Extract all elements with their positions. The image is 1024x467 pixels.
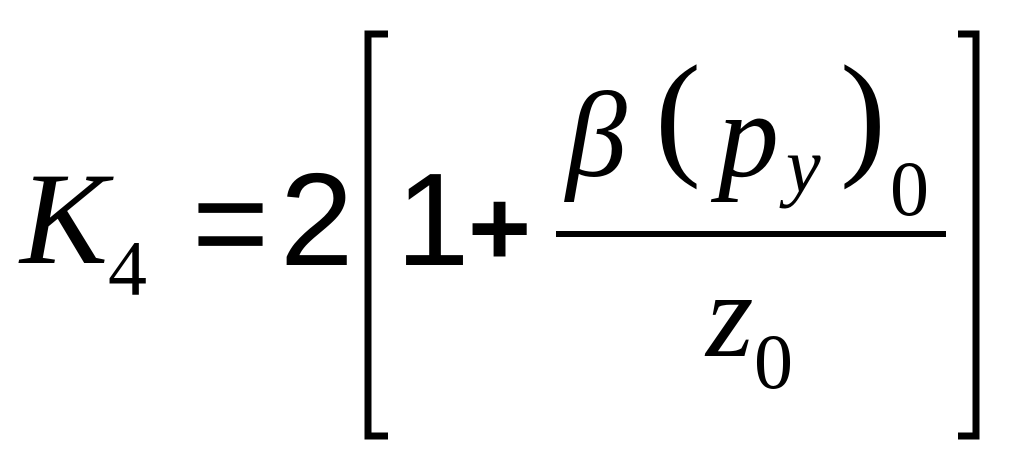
lhs-symbol: K (18, 145, 114, 292)
denominator-z: z (704, 248, 753, 383)
right-bracket (958, 30, 980, 440)
fraction-bar (556, 231, 946, 237)
numerator-p-subscript: y (779, 122, 821, 209)
left-bracket (364, 30, 388, 440)
formula-expression: K 4 = 2 1 + β ( p y ) 0 z 0 (18, 30, 980, 440)
open-parenthesis: ( (655, 37, 701, 190)
coefficient: 2 (280, 146, 353, 293)
one: 1 (396, 146, 469, 293)
numerator-beta: β (564, 68, 627, 203)
close-parenthesis: ) (840, 37, 886, 190)
plus-sign: + (468, 167, 531, 288)
parenthesis-subscript: 0 (890, 145, 929, 232)
denominator-subscript: 0 (754, 318, 793, 405)
lhs-subscript: 4 (108, 225, 147, 312)
equals-sign: = (192, 149, 269, 296)
numerator-p: p (710, 68, 779, 203)
